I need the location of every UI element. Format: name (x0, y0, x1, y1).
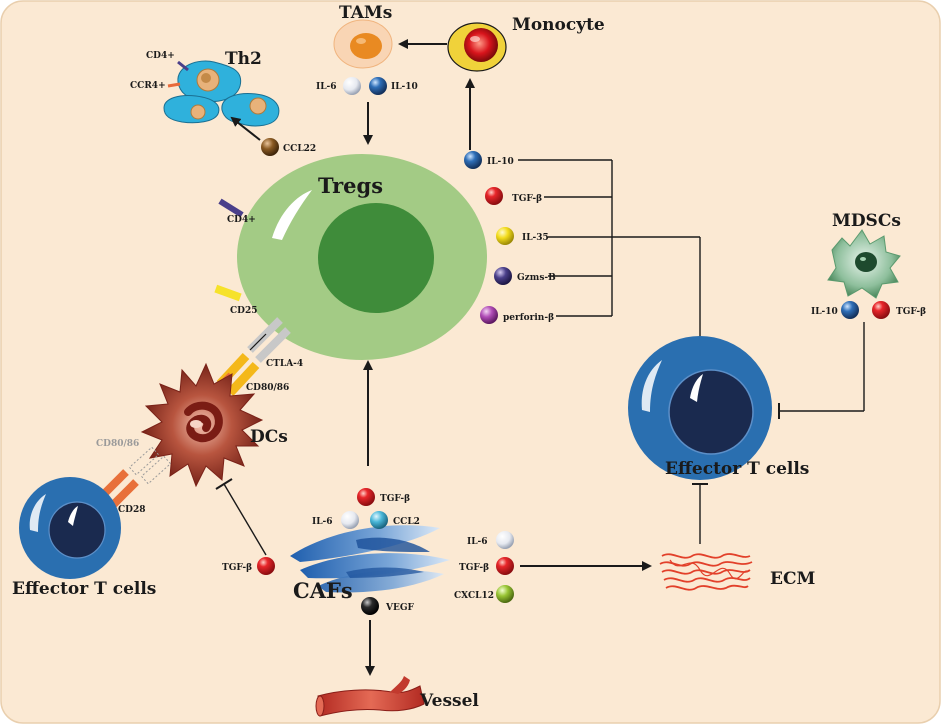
effector-right-label: Effector T cells (665, 459, 809, 479)
ecm-il6-label: IL-6 (467, 537, 488, 547)
cxcl12-label: CXCL12 (454, 591, 494, 601)
tam-il10-dot (369, 77, 387, 95)
treg-il10-label: IL-10 (487, 157, 514, 167)
th2-label: Th2 (225, 49, 262, 69)
tam-cell (333, 19, 393, 69)
caf-tgfb-left-dot (257, 557, 275, 575)
faded-cd80-86-receptor (128, 446, 172, 485)
tam-il6-label: IL-6 (316, 82, 337, 92)
tam-il10-label: IL-10 (391, 82, 418, 92)
caf-il6-dot (341, 511, 359, 529)
treg-il35-label: IL-35 (522, 233, 549, 243)
effector-left-label: Effector T cells (12, 579, 156, 599)
th2-ccr4-label: CCR4+ (130, 81, 166, 91)
tregs-label: Tregs (318, 173, 383, 198)
caf-ccl2-label: CCL2 (393, 517, 420, 527)
dc-cell (140, 362, 264, 488)
caf-tgfb-top-label: TGF-β (380, 494, 410, 504)
cd80-86-label: CD80/86 (246, 383, 289, 393)
cxcl12-dot (496, 585, 514, 603)
caf-cells (290, 525, 450, 593)
caf-il6-label: IL-6 (312, 517, 333, 527)
ecm-fibers (659, 553, 753, 591)
cafs-label: CAFs (293, 578, 353, 603)
vegf-label: VEGF (385, 603, 415, 613)
vessel-label: Vessel (419, 691, 479, 711)
treg-inhibition-bracket (518, 159, 708, 339)
mdsc-inhibition (778, 322, 865, 419)
ecm-tgfb-label: TGF-β (459, 563, 489, 573)
treg-il35-dot (496, 227, 514, 245)
ecm-label: ECM (770, 569, 815, 589)
caf-ccl2-dot (370, 511, 388, 529)
mdsc-tgfb-dot (872, 301, 890, 319)
treg-gzmsb-dot (494, 267, 512, 285)
arrow-ccl22-to-th2 (230, 116, 261, 141)
mdscs-label: MDSCs (832, 211, 901, 231)
tam-il6-dot (343, 77, 361, 95)
vegf-dot (361, 597, 379, 615)
ecm-il6-dot (496, 531, 514, 549)
ecm-inhibit-effector (692, 483, 708, 544)
mdsc-il10-dot (841, 301, 859, 319)
treg-cell (237, 154, 487, 360)
cd25-label: CD25 (230, 306, 258, 316)
treg-il10-dot (464, 151, 482, 169)
caf-inhibit-dcs (215, 478, 267, 556)
ctla4-receptor (247, 317, 291, 363)
mdsc-tgfb-label: TGF-β (896, 307, 926, 317)
treg-tgfb-dot (485, 187, 503, 205)
mdsc-il10-label: IL-10 (811, 307, 838, 317)
cd28-label: CD28 (118, 505, 146, 515)
ctla4-label: CTLA-4 (266, 359, 303, 369)
tams-label: TAMs (339, 3, 392, 23)
treg-tgfb-label: TGF-β (512, 194, 542, 204)
ccl22-label: CCL22 (283, 144, 316, 154)
mdsc-cell (827, 229, 901, 299)
treg-cd4-label: CD4+ (227, 215, 256, 225)
dcs-label: DCs (250, 427, 288, 447)
vessel (315, 676, 425, 717)
treg-perforin-label: perforin-β (503, 313, 554, 323)
treg-perforin-dot (480, 306, 498, 324)
caf-tgfb-left-label: TGF-β (222, 563, 252, 573)
ccl22-dot (261, 138, 279, 156)
effector-t-cell-left (19, 477, 121, 579)
treg-cd4-receptor (218, 198, 244, 218)
cd25-receptor (214, 284, 242, 302)
effector-t-cell-right (628, 336, 772, 480)
ecm-tgfb-dot (496, 557, 514, 575)
monocyte-cell (447, 22, 507, 72)
faded-cd80-86-label: CD80/86 (96, 439, 139, 449)
caf-tgfb-top-dot (357, 488, 375, 506)
treg-gzmsb-label: Gzms-B (517, 273, 556, 283)
th2-cd4-label: CD4+ (146, 51, 175, 61)
th2-cells (163, 60, 280, 127)
monocyte-label: Monocyte (512, 15, 605, 35)
